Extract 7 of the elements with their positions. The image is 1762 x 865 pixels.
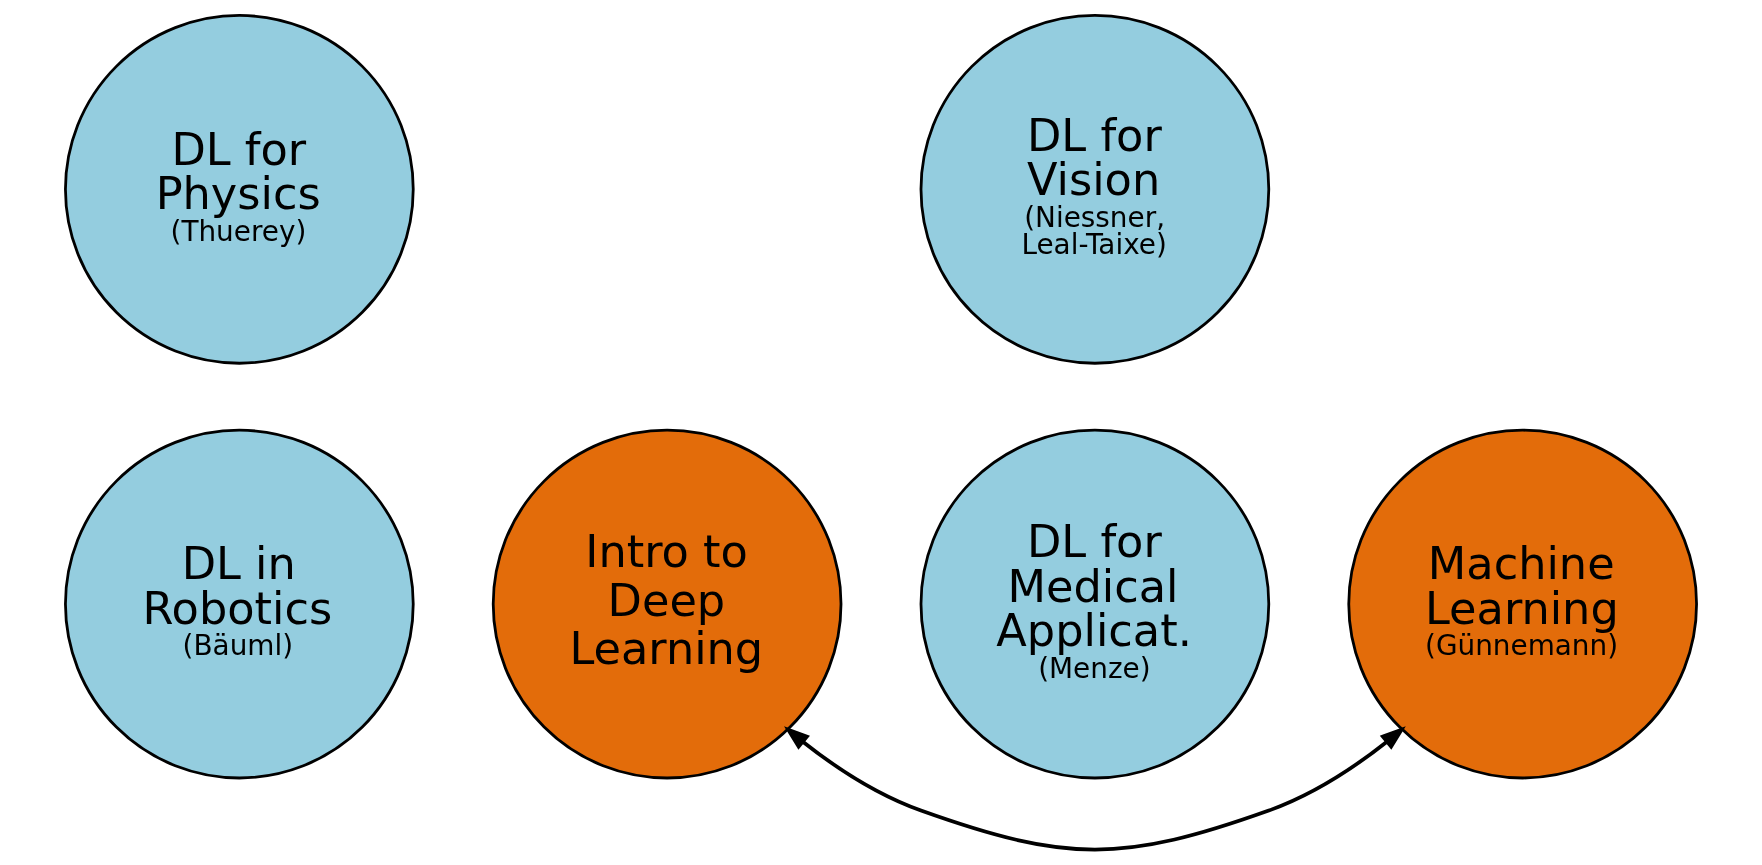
- node-circle: DL for Physics (Thuerey): [64, 14, 415, 365]
- node-circle: Machine Learning (Günnemann): [1347, 428, 1698, 780]
- node-circle: DL in Robotics (Bäuml): [64, 428, 415, 780]
- node-circle: Intro to Deep Learning: [491, 428, 843, 780]
- node-circle: DL for Medical Applicat. (Menze): [919, 428, 1271, 780]
- node-circle: DL for Vision (Niessner, Leal-Taixe): [919, 14, 1271, 365]
- arrow: [783, 726, 1406, 852]
